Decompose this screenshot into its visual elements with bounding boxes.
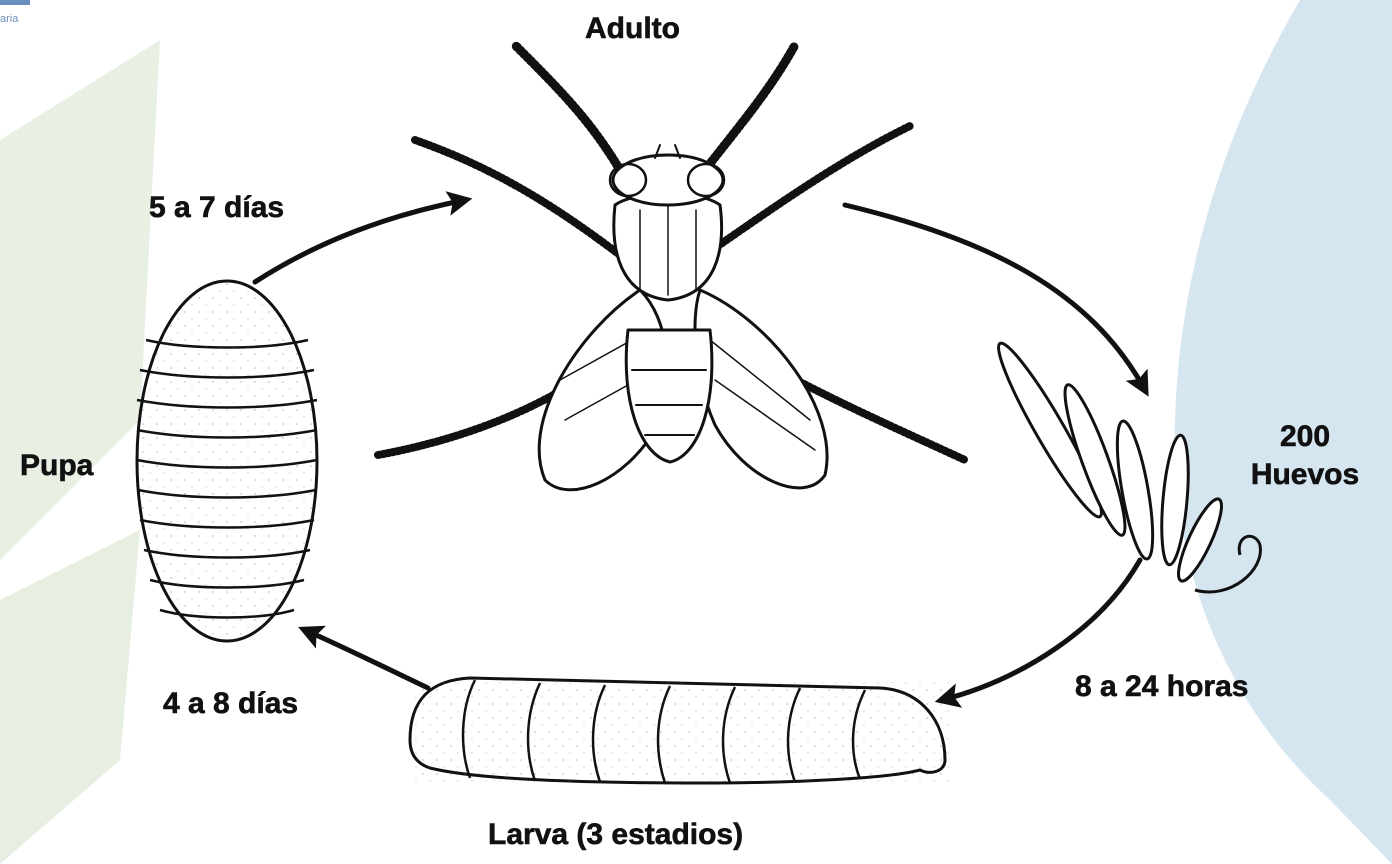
eggs-count: 200 [1230,418,1380,456]
logo-bar [0,0,30,5]
duration-pupa-to-adult: 5 a 7 días [149,191,284,225]
fly-wing-right [695,290,827,488]
pupa-illustration [137,281,317,641]
watermark-leaf-2 [0,530,140,864]
arrow-pupa-to-adult [255,200,465,282]
duration-eggs-to-larva: 8 a 24 horas [1075,670,1248,704]
arrow-adult-to-eggs [845,205,1145,390]
arrow-larva-to-pupa [305,630,428,688]
adult-fly-illustration [378,45,965,490]
fly-leg-front-left [515,45,620,170]
stage-label-eggs: 200 Huevos [1230,418,1380,494]
stage-label-larva: Larva (3 estadios) [488,818,743,852]
fly-leg-mid-right [705,125,912,255]
stage-label-adult: Adulto [585,12,680,46]
fly-head [613,155,723,205]
larva-illustration [410,678,950,783]
fly-leg-mid-left [415,140,620,255]
stage-label-pupa: Pupa [20,449,93,483]
fly-leg-front-right [705,45,795,170]
logo: aria [0,0,30,25]
eggs-label: Huevos [1230,456,1380,494]
duration-larva-to-pupa: 4 a 8 días [163,687,298,721]
logo-caption: aria [0,13,19,25]
